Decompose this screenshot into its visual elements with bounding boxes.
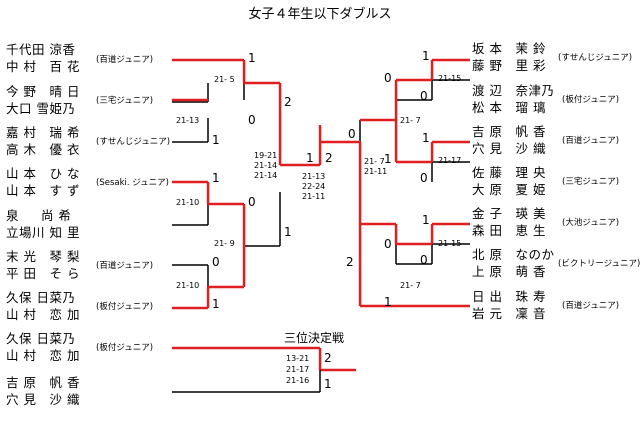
rank-r-qf1-top: 0 xyxy=(384,71,392,85)
left-pair-7-name-1: 久保 日菜乃 xyxy=(6,290,76,305)
score-final-3: 21-11 xyxy=(302,192,326,201)
right-pair-4-name-2: 大 原 夏 姫 xyxy=(472,182,546,197)
rank-playoff-top: 2 xyxy=(324,351,332,365)
right-pair-6-name-2: 上 原 萌 香 xyxy=(472,264,546,279)
rank-l-r2b-bot: 1 xyxy=(284,225,292,239)
left-pair-6-name-1: 末 光 琴 梨 xyxy=(6,249,80,264)
score-r-r1a: 21-15 xyxy=(438,74,462,83)
right-pair-1-name-2: 藤 野 里 彩 xyxy=(472,58,546,73)
right-pair-3-club: (百道ジュニア) xyxy=(562,136,620,146)
score-r-r1c: 21-15 xyxy=(438,239,462,248)
score-l-semi-1: 19-21 xyxy=(254,151,278,160)
score-l-r1a: 21- 5 xyxy=(214,75,235,84)
rank-r-r1c-top: 1 xyxy=(422,213,430,227)
rank-r-r1b-bot: 0 xyxy=(420,171,428,185)
left-pair-1-club: (百道ジュニア) xyxy=(96,55,154,65)
rank-l-r2a-top: 2 xyxy=(284,95,292,109)
left-pair-6-name-2: 平 田 そ ら xyxy=(6,266,80,281)
rank-r-final: 2 xyxy=(325,151,333,165)
right-pair-1-club: (すせんじジュニア) xyxy=(558,53,633,63)
right-pair-6-name-1: 北 原 なのか xyxy=(472,247,555,262)
rank-r-qf1-bot: 1 xyxy=(384,152,392,166)
left-pair-2-name-2: 大口 雪姫乃 xyxy=(6,101,76,116)
left-pair-4-club: (Sesaki. ジュニア) xyxy=(96,178,169,188)
left-pair-6-club: (百道ジュニア) xyxy=(96,261,154,271)
playoff-pair-1-name-1: 久保 日菜乃 xyxy=(6,331,76,346)
left-pair-7-name-2: 山 村 恋 加 xyxy=(6,307,80,322)
rank-r-r1b-top: 1 xyxy=(422,131,430,145)
left-pair-5-name-1: 泉 尚 希 xyxy=(6,208,72,223)
right-pair-5-club: (大池ジュニア) xyxy=(562,218,620,228)
rank-r-r1c-bot: 0 xyxy=(420,253,428,267)
rank-l-r1b-top: 0 xyxy=(248,113,256,127)
rank-r-semi-top: 0 xyxy=(348,127,356,141)
left-pair-3-name-2: 高 木 優 衣 xyxy=(6,142,80,157)
score-r-semi-2: 21-11 xyxy=(364,167,388,176)
score-l-r1d: 21-10 xyxy=(176,281,200,290)
rank-l-r1a-top: 1 xyxy=(248,51,256,65)
right-pair-4-name-1: 佐 藤 理 央 xyxy=(472,165,546,180)
left-pair-3-name-1: 嘉 村 瑞 希 xyxy=(6,125,80,140)
rank-r-r1a-bot: 0 xyxy=(420,89,428,103)
page-title: 女子４年生以下ダブルス xyxy=(248,7,392,22)
right-pair-3-name-1: 吉 原 帆 香 xyxy=(472,124,546,139)
right-pair-3-name-2: 穴 見 沙 織 xyxy=(472,141,546,156)
score-r-qf2: 21- 7 xyxy=(400,281,421,290)
left-pair-1-name-2: 中 村 百 花 xyxy=(6,59,80,74)
right-pair-2-name-1: 渡 辺 奈津乃 xyxy=(472,83,555,98)
rank-r-semi-bot: 2 xyxy=(346,255,354,269)
score-l-r1b: 21-13 xyxy=(176,116,200,125)
right-pair-6-club: (ビクトリージュニア) xyxy=(558,259,640,269)
score-playoff-2: 21-17 xyxy=(286,365,310,374)
left-pair-3-club: (すせんじジュニア) xyxy=(96,137,171,147)
score-l-semi-2: 21-14 xyxy=(254,161,278,170)
left-pair-4-name-1: 山 本 ひ な xyxy=(6,166,80,181)
score-l-r1c: 21-10 xyxy=(176,198,200,207)
left-pair-2-club: (三宅ジュニア) xyxy=(96,96,154,106)
rank-l-r1d-bot: 1 xyxy=(212,297,220,311)
playoff-pair-1-club: (板付ジュニア) xyxy=(96,343,154,353)
rank-l-final: 1 xyxy=(306,151,314,165)
score-playoff-3: 21-16 xyxy=(286,376,310,385)
right-pair-4-club: (三宅ジュニア) xyxy=(562,177,620,187)
left-pair-5-name-2: 立場川 知 里 xyxy=(6,225,80,240)
rank-r-qf2-top: 0 xyxy=(384,237,392,251)
left-pair-4-name-2: 山 本 す ず xyxy=(6,183,80,198)
right-pair-2-name-2: 松 本 瑠 璃 xyxy=(472,100,546,115)
rank-r-r1a-top: 1 xyxy=(422,49,430,63)
right-pair-7-club: (百道ジュニア) xyxy=(562,301,620,311)
playoff-pair-2-name-1: 吉 原 帆 香 xyxy=(6,375,80,390)
playoff-title: 三位決定戦 xyxy=(284,331,345,345)
right-pair-2-club: (板付ジュニア) xyxy=(562,95,620,105)
rank-l-r1b-bot: 1 xyxy=(212,133,220,147)
rank-l-r1c-top: 1 xyxy=(212,171,220,185)
right-pair-7-name-1: 日 出 珠 寿 xyxy=(472,289,546,304)
playoff-pair-2-name-2: 穴 見 沙 織 xyxy=(6,392,80,407)
rank-playoff-bot: 1 xyxy=(324,377,332,391)
score-r-r1b: 21-17 xyxy=(438,156,462,165)
left-pair-2-name-1: 今 野 晴 日 xyxy=(6,84,80,99)
rank-r-qf2-bot: 1 xyxy=(384,295,392,309)
rank-l-r1d-top: 0 xyxy=(212,255,220,269)
playoff-pair-1-name-2: 山 村 恋 加 xyxy=(6,348,80,363)
right-pair-5-name-1: 金 子 瑛 美 xyxy=(472,206,546,221)
right-pair-7-name-2: 岩 元 凜 音 xyxy=(472,306,546,321)
left-pair-7-club: (板付ジュニア) xyxy=(96,302,154,312)
rank-l-r1c-bot: 0 xyxy=(248,195,256,209)
right-pair-5-name-2: 森 田 恵 生 xyxy=(472,223,546,238)
score-final-1: 21-13 xyxy=(302,172,326,181)
score-playoff-1: 13-21 xyxy=(286,354,310,363)
left-pair-1-name-1: 千代田 涼香 xyxy=(6,42,76,57)
score-r-qf1: 21- 7 xyxy=(400,116,421,125)
score-l-semi-3: 21-14 xyxy=(254,171,278,180)
score-l-r2b: 21- 9 xyxy=(214,239,235,248)
score-final-2: 22-24 xyxy=(302,182,326,191)
score-r-semi-1: 21- 7 xyxy=(364,157,385,166)
right-pair-1-name-1: 坂 本 茉 鈴 xyxy=(472,41,546,56)
